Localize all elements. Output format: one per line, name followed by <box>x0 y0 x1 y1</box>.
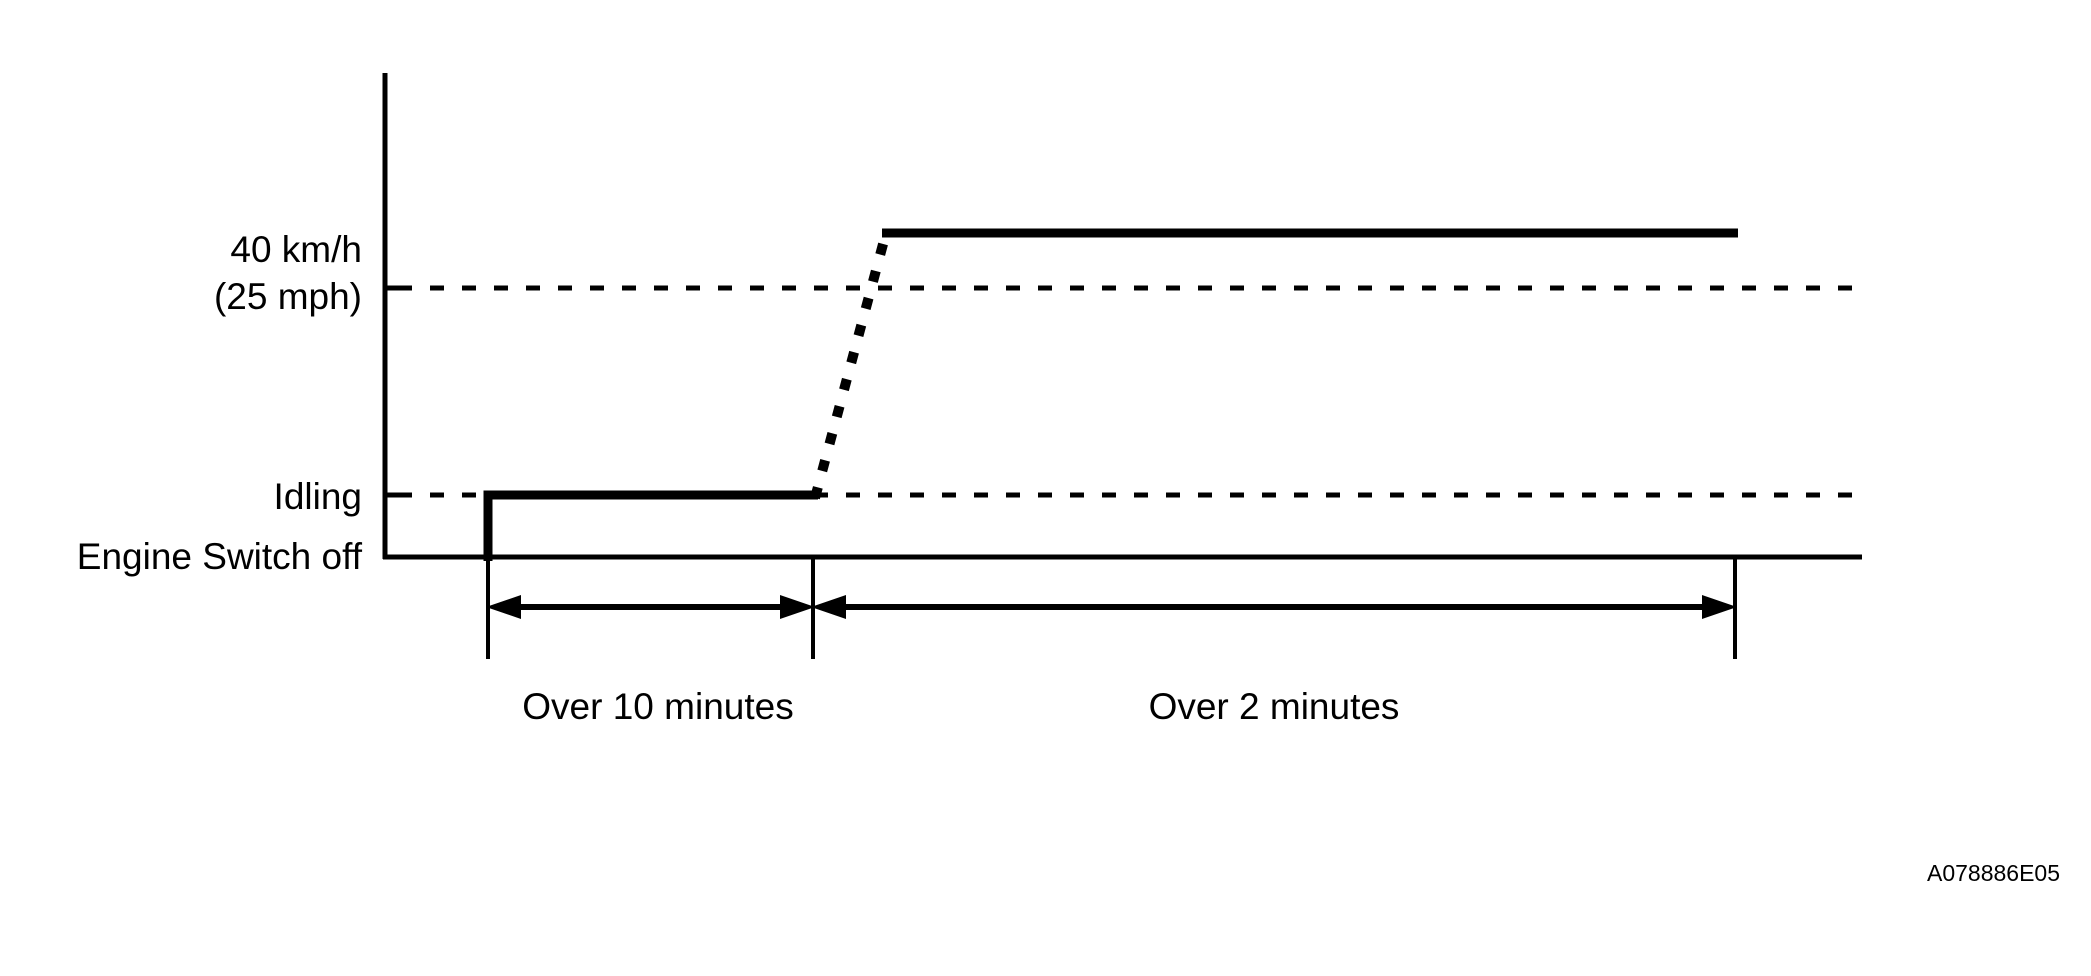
figure-code: A078886E05 <box>1926 860 2060 886</box>
dimension-label-phase1: Over 10 minutes <box>522 686 794 727</box>
arrow-head-phase2-left <box>811 595 846 619</box>
arrow-head-phase1-left <box>486 595 521 619</box>
y-label-idling: Idling <box>273 476 362 517</box>
arrow-head-phase2-right <box>1702 595 1737 619</box>
arrow-head-phase1-right <box>780 595 815 619</box>
y-label-speed-secondary: (25 mph) <box>213 276 362 317</box>
y-label-engine-off: Engine Switch off <box>76 536 362 577</box>
signal-segment-acceleration <box>810 231 891 500</box>
dimension-label-phase2: Over 2 minutes <box>1148 686 1400 727</box>
y-label-speed-primary: 40 km/h <box>230 229 362 270</box>
signal-segment-idling <box>483 490 818 561</box>
